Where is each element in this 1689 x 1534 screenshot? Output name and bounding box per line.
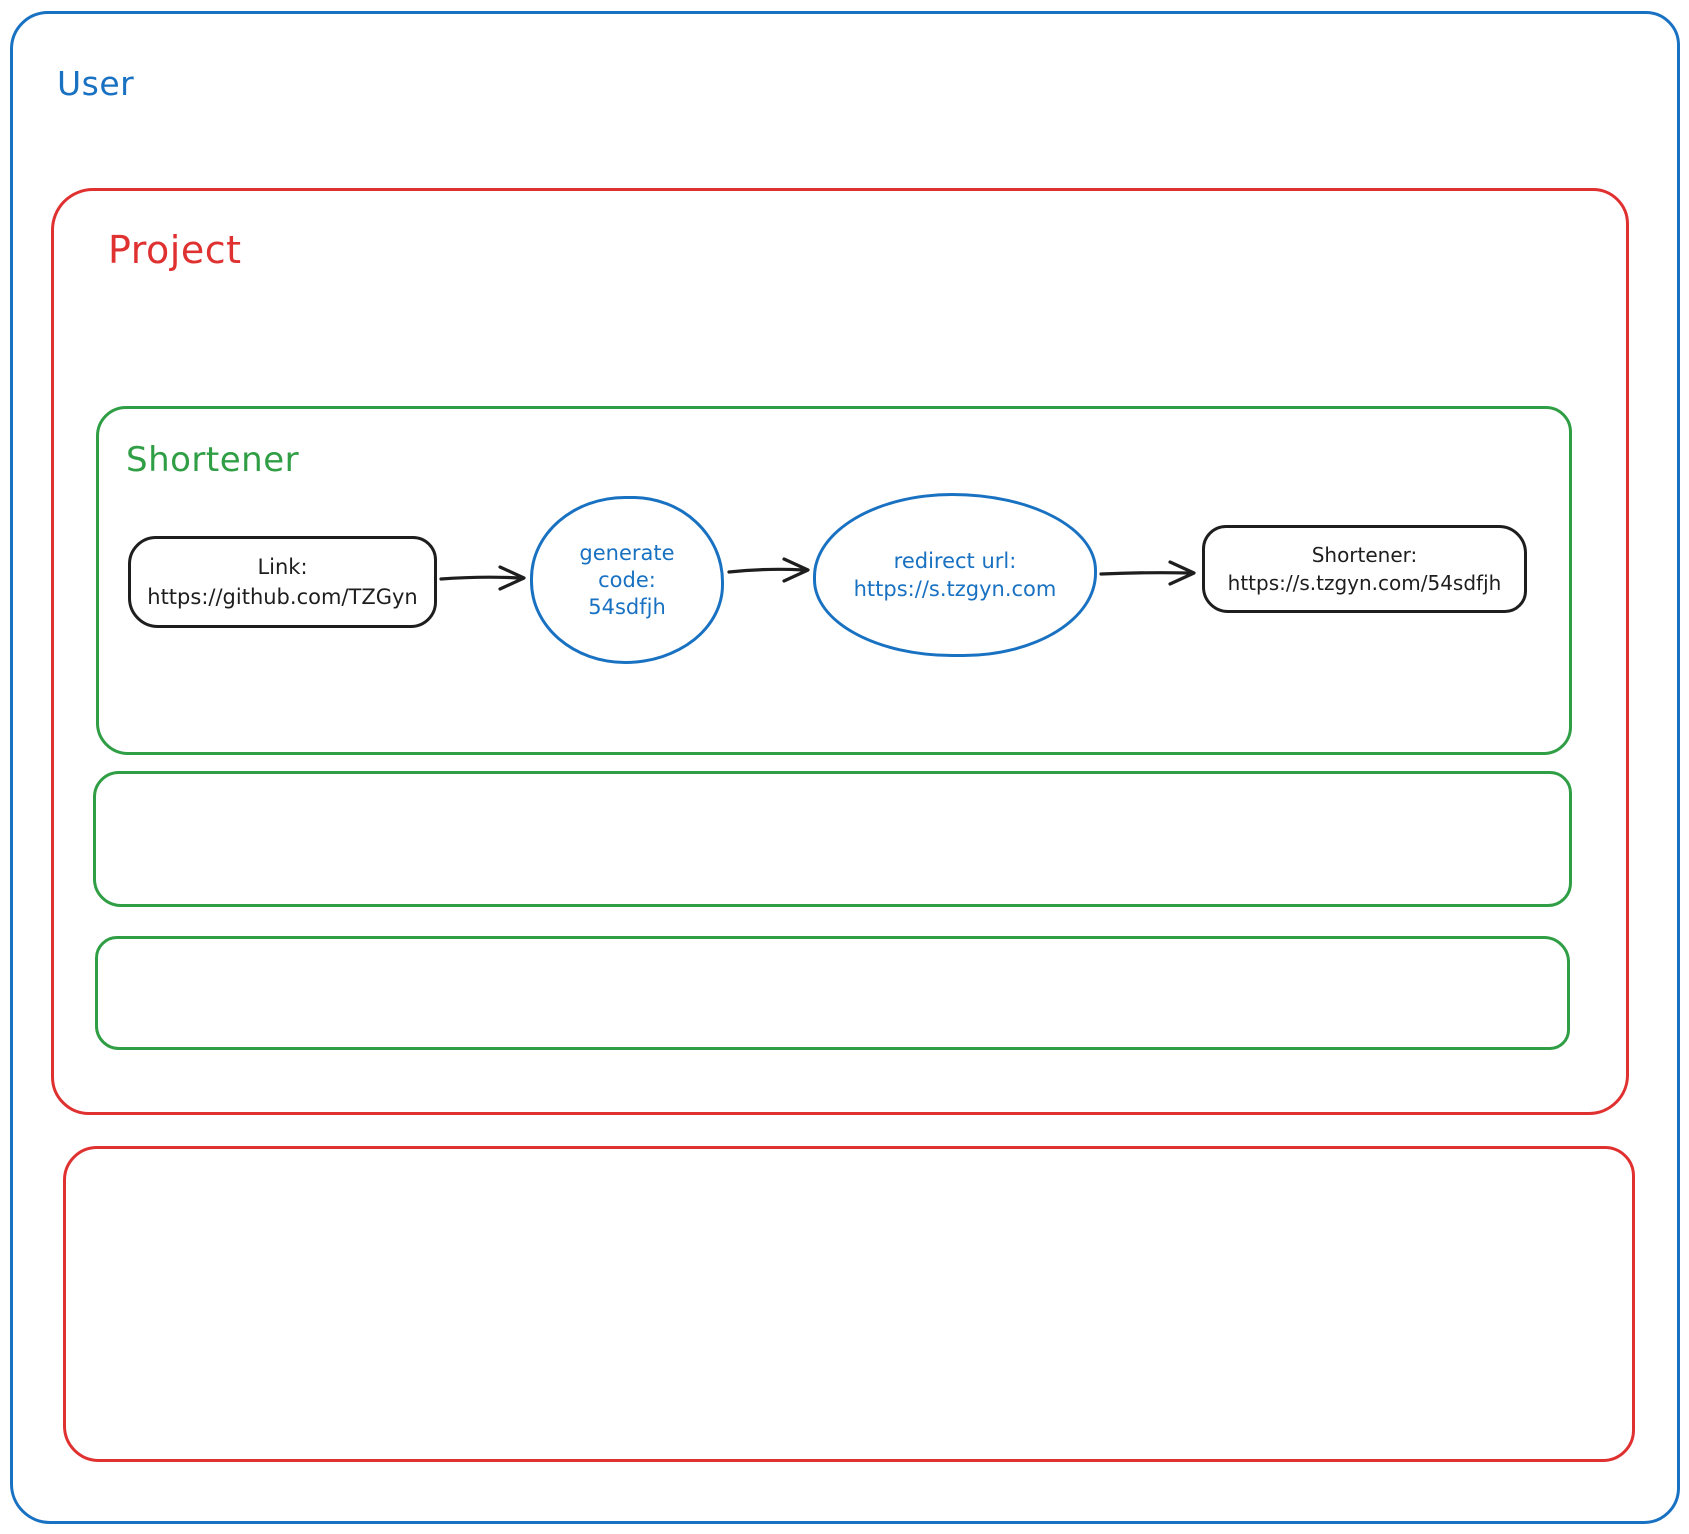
redirect-node-line1: redirect url: [893,549,1017,573]
generate-node-line3: 54sdfjh [588,594,666,619]
shortener-result-node: Shortener: https://s.tzgyn.com/54sdfjh [1202,525,1527,613]
empty-green-box-1 [93,771,1572,907]
result-node-url: https://s.tzgyn.com/54sdfjh [1227,571,1502,595]
redirect-url-node: redirect url: https://s.tzgyn.com [813,493,1097,657]
redirect-node-line2: https://s.tzgyn.com [853,577,1057,601]
empty-green-box-2 [95,936,1570,1050]
empty-red-box [63,1146,1635,1462]
arrow-redirect-to-result-icon [1099,560,1196,586]
shortener-container-label: Shortener [126,440,300,480]
user-container-label: User [57,64,135,103]
arrow-link-to-generate-icon [439,565,526,591]
generate-node-line2: code: [598,567,656,592]
link-node: Link: https://github.com/TZGyn [128,536,437,628]
user-container-box [10,11,1680,1524]
arrow-generate-to-redirect-icon [727,557,810,583]
link-node-url: https://github.com/TZGyn [147,585,418,609]
project-container-box [51,188,1629,1115]
shortener-container-box [96,406,1572,755]
link-node-title: Link: [257,555,308,579]
result-node-title: Shortener: [1311,543,1418,567]
generate-node-line1: generate [579,540,675,565]
generate-code-node: generate code: 54sdfjh [530,496,724,664]
project-container-label: Project [108,228,242,272]
